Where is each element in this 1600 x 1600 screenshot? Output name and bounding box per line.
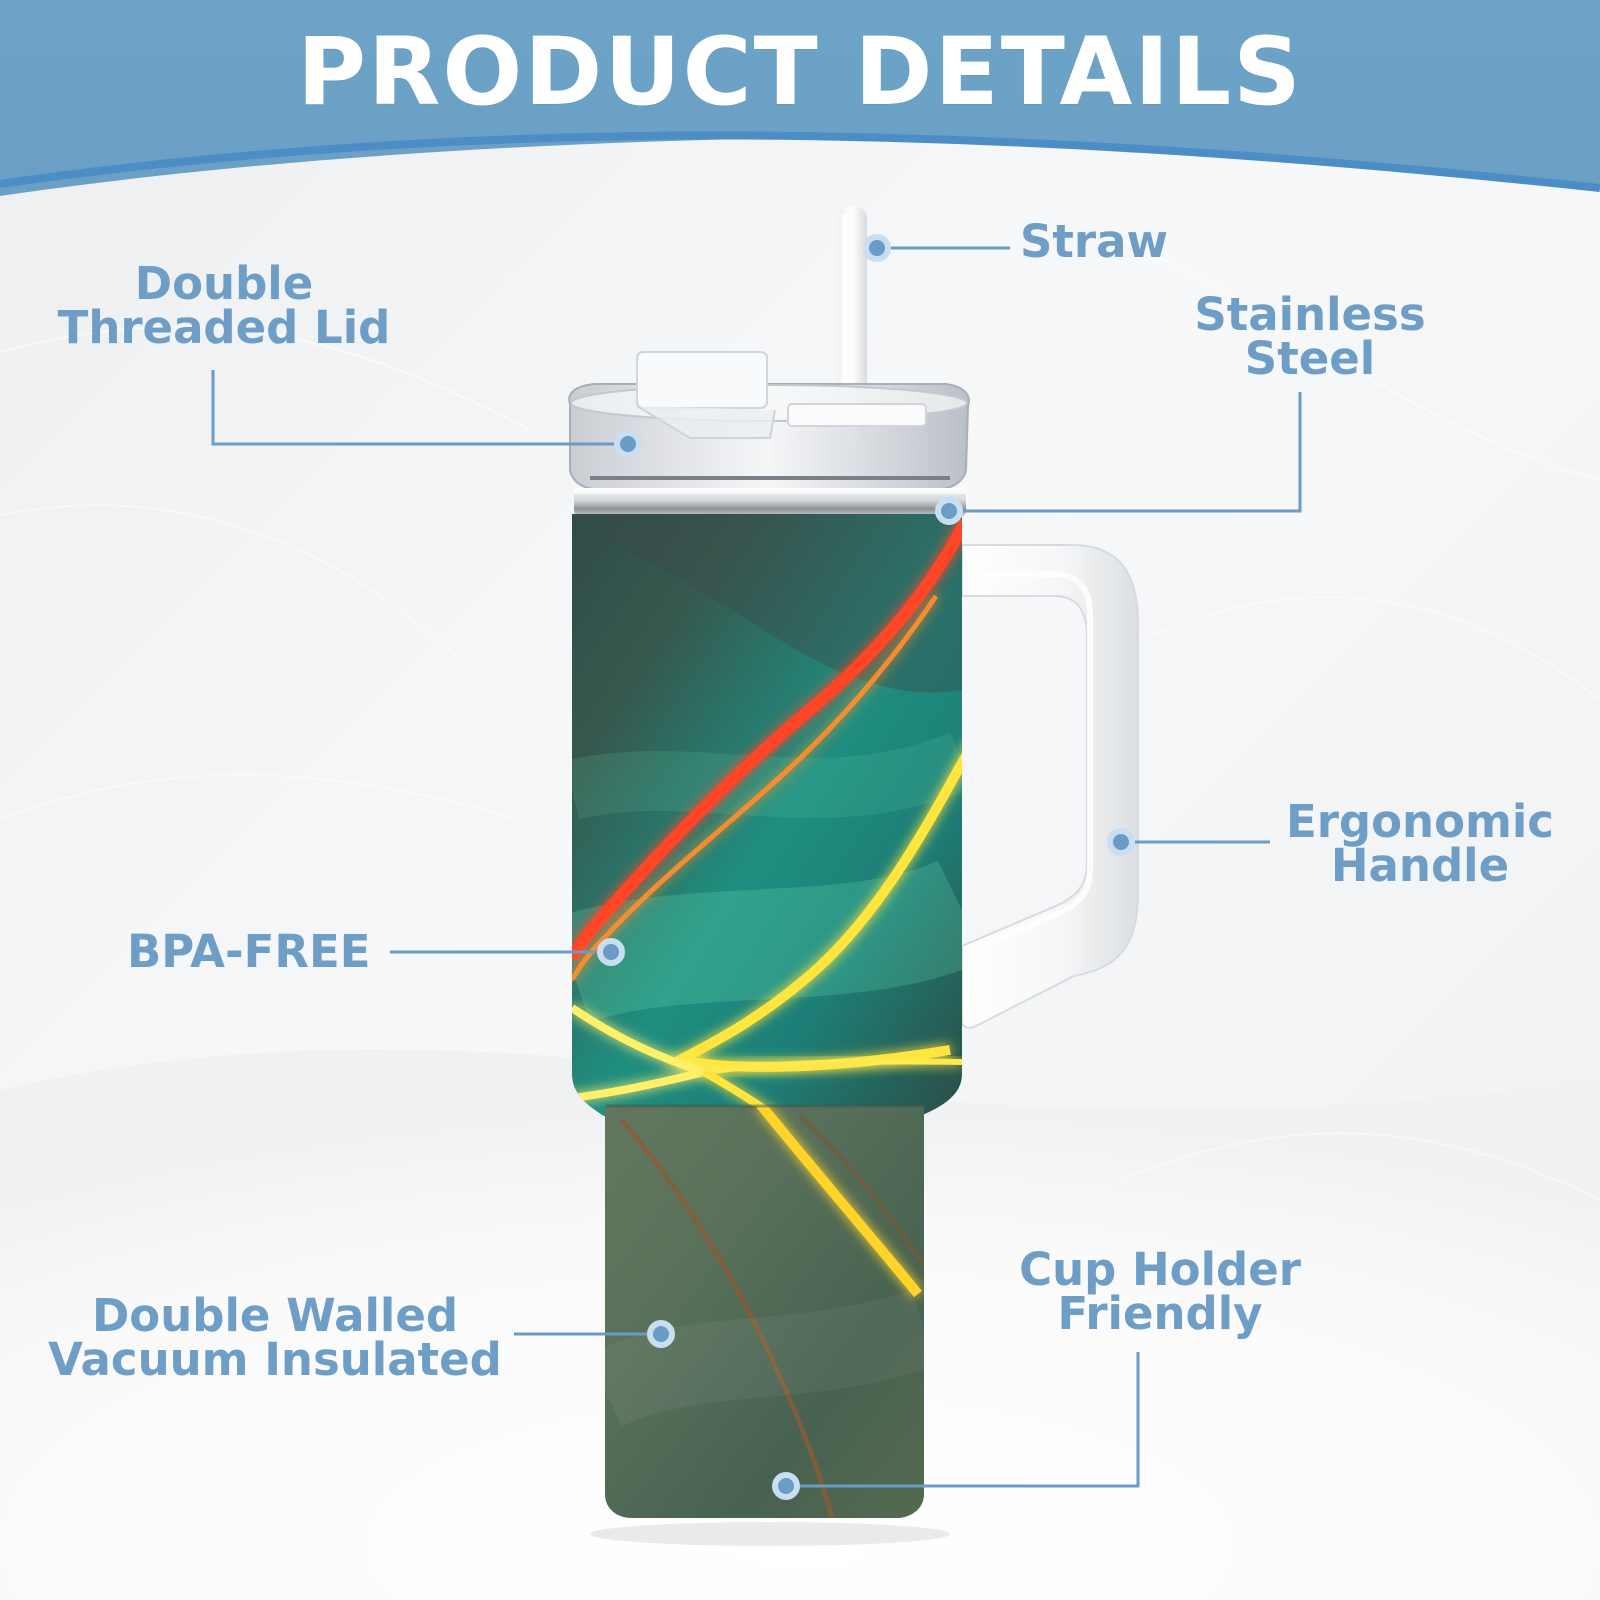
ergonomic-handle-label-line-2: Handle xyxy=(1330,839,1510,893)
ergonomic-handle-label-line-1: Ergonomic xyxy=(1285,795,1554,848)
stainless-steel-label-line-1: Stainless xyxy=(1194,288,1426,341)
double-walled-vacuum-insulated-label: Double Walled Vacuum Insulated xyxy=(40,1289,510,1387)
ergonomic-handle-label: Ergonomic Handle xyxy=(1270,795,1570,893)
cup-holder-friendly-label: Cup Holder Friendly xyxy=(1000,1243,1320,1341)
page-title: PRODUCT DETAILS xyxy=(297,18,1303,127)
stainless-steel-label: Stainless Steel xyxy=(1160,288,1460,386)
straw-label: Straw xyxy=(1020,215,1169,268)
bpa-free-label: BPA-FREE xyxy=(127,925,371,978)
cup-holder-friendly-label-line-2: Friendly xyxy=(1057,1287,1263,1341)
double-walled-vacuum-insulated-label-line-1: Double Walled xyxy=(91,1289,459,1342)
double-threaded-lid-label-line-2: Threaded Lid xyxy=(57,301,391,355)
cup-holder-friendly-label-line-1: Cup Holder xyxy=(1019,1243,1301,1296)
double-threaded-lid-label-line-1: Double xyxy=(134,257,314,310)
double-threaded-lid-label: Double Threaded Lid xyxy=(54,257,394,355)
stainless-steel-label-line-2: Steel xyxy=(1244,332,1376,386)
double-walled-vacuum-insulated-label-line-2: Vacuum Insulated xyxy=(48,1333,502,1387)
